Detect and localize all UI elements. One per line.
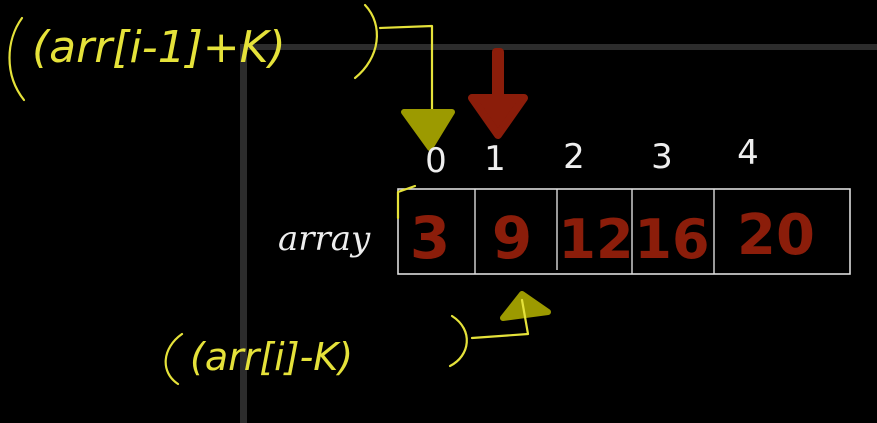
array-label: array xyxy=(278,219,371,259)
index-label: 0 xyxy=(425,141,447,181)
bottom-annotation-text: (arr[i]-K) xyxy=(190,335,353,379)
index-label: 3 xyxy=(651,137,673,177)
array-cell-value: 16 xyxy=(634,208,709,271)
red-arrow-head xyxy=(468,94,528,139)
index-label: 1 xyxy=(484,139,506,179)
top-annotation: (arr[i-1]+K) xyxy=(8,3,434,120)
array-cell-value: 20 xyxy=(737,203,815,268)
bottom-connector-line xyxy=(470,298,530,340)
red-down-arrow xyxy=(468,48,528,139)
index-row: 0 1 2 3 4 xyxy=(425,133,759,181)
array-values: 3 9 12 16 20 xyxy=(410,203,815,272)
top-annotation-text: (arr[i-1]+K) xyxy=(32,22,286,73)
bottom-close-paren xyxy=(448,314,468,368)
array-box xyxy=(396,184,851,275)
top-open-paren xyxy=(8,16,26,102)
bottom-annotation: (arr[i]-K) xyxy=(164,298,530,386)
olive-pointer-marker-top xyxy=(401,109,455,151)
index-label: 4 xyxy=(737,133,759,173)
frame-vertical xyxy=(240,44,247,423)
array-cell-value: 12 xyxy=(558,208,633,271)
top-connector-line xyxy=(378,24,434,120)
red-arrow-shaft xyxy=(492,48,504,106)
bottom-open-paren xyxy=(164,332,184,386)
frame-horizontal xyxy=(240,44,877,50)
index-label: 2 xyxy=(563,137,585,177)
array-cell-value: 9 xyxy=(492,204,532,272)
top-close-paren xyxy=(353,3,378,80)
array-cell-value: 3 xyxy=(410,204,450,272)
corner-tick xyxy=(396,184,417,220)
array-outline xyxy=(397,188,851,275)
